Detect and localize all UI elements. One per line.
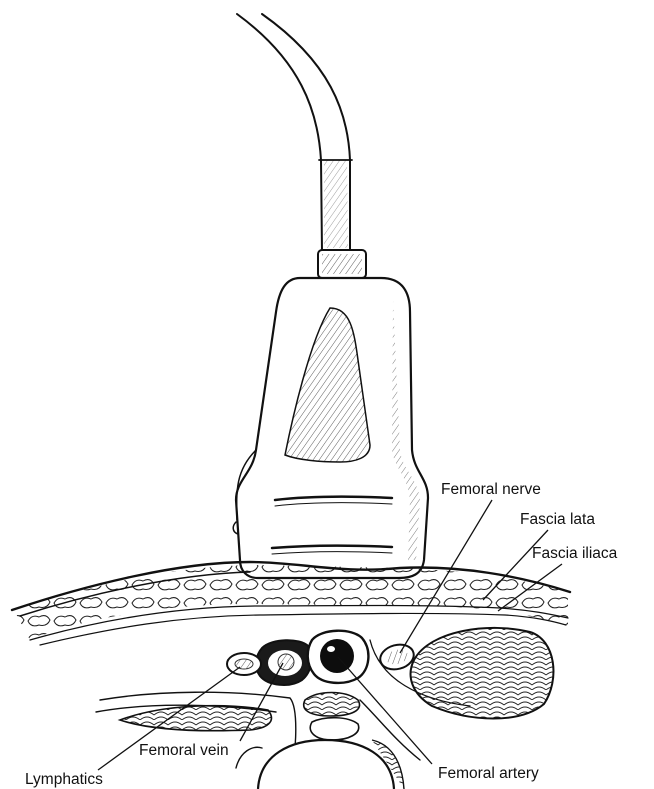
femoral-vein	[256, 640, 311, 685]
ultrasound-probe	[233, 278, 428, 578]
probe-collar	[318, 250, 366, 278]
label-fascia-lata: Fascia lata	[520, 511, 595, 528]
femoral-head	[236, 740, 404, 789]
label-femoral-vein: Femoral vein	[139, 742, 229, 759]
label-fascia-iliaca: Fascia iliaca	[532, 545, 618, 562]
femoral-artery	[308, 631, 369, 683]
probe-cable	[237, 14, 352, 252]
label-lymphatics: Lymphatics	[25, 771, 103, 788]
iliopsoas-muscle	[411, 628, 554, 719]
label-femoral-nerve: Femoral nerve	[441, 481, 541, 498]
label-femoral-artery: Femoral artery	[438, 765, 539, 782]
lymphatics	[227, 653, 261, 675]
